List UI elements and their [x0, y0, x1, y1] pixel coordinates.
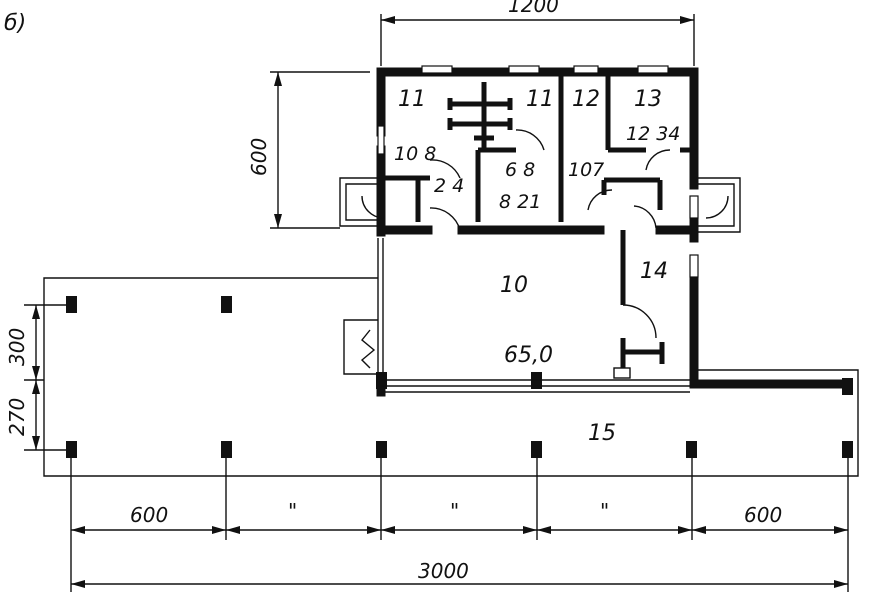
- column: [842, 441, 853, 458]
- room-area: 2 4: [434, 175, 464, 197]
- dim-top-width: 1200: [508, 0, 559, 17]
- column: [531, 441, 542, 458]
- column: [221, 441, 232, 458]
- doors: [361, 129, 729, 339]
- dim-left-upper: 300: [5, 328, 29, 366]
- room-area: 10 8: [394, 143, 436, 165]
- top-windows: [421, 65, 669, 74]
- room-label: 13: [634, 87, 662, 112]
- dim-bottom-ditto: ": [288, 499, 297, 523]
- room-area: 8 21: [499, 191, 541, 213]
- room-area: 107: [568, 159, 604, 181]
- dim-bottom-last: 600: [744, 503, 782, 527]
- canopy-outline: [43, 238, 859, 477]
- dim-left-height: 600: [247, 138, 271, 176]
- porches: [339, 125, 741, 278]
- room-label: 14: [640, 259, 668, 284]
- room-label: 10: [500, 273, 528, 298]
- dim-left-lower: 270: [5, 398, 29, 436]
- figure-label: б): [4, 11, 26, 36]
- column: [66, 296, 77, 313]
- dimension-lines: [24, 14, 849, 592]
- column: [221, 296, 232, 313]
- column: [686, 441, 697, 458]
- dim-overall: 3000: [418, 559, 469, 583]
- dim-bottom-ditto: ": [600, 499, 609, 523]
- counter: [613, 342, 665, 379]
- room-area: 65,0: [504, 343, 553, 368]
- column: [66, 441, 77, 458]
- dim-bottom-first: 600: [130, 503, 168, 527]
- entry-stair: [343, 319, 378, 375]
- room-label: 11: [526, 87, 554, 112]
- toilet-partitions: [447, 82, 513, 150]
- room-label: 12: [572, 87, 600, 112]
- room-area: 12 34: [626, 123, 680, 145]
- room-label: 11: [398, 87, 426, 112]
- columns: [66, 296, 853, 458]
- dim-bottom-ditto: ": [450, 499, 459, 523]
- room-area: 6 8: [505, 159, 535, 181]
- room-label: 15: [588, 421, 616, 446]
- column: [376, 441, 387, 458]
